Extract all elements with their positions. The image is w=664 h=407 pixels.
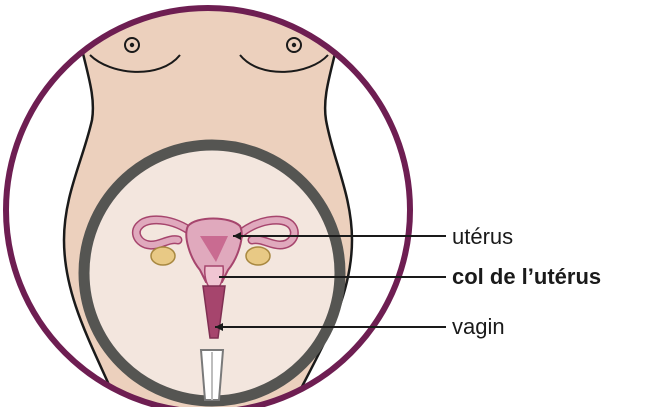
uterus-label: utérus [452,226,513,248]
ovary-left [151,247,175,265]
vagina-label: vagin [452,316,505,338]
torso [64,0,352,407]
speculum-icon [201,350,223,400]
ovary-right [246,247,270,265]
cervix-label: col de l’utérus [452,266,601,288]
